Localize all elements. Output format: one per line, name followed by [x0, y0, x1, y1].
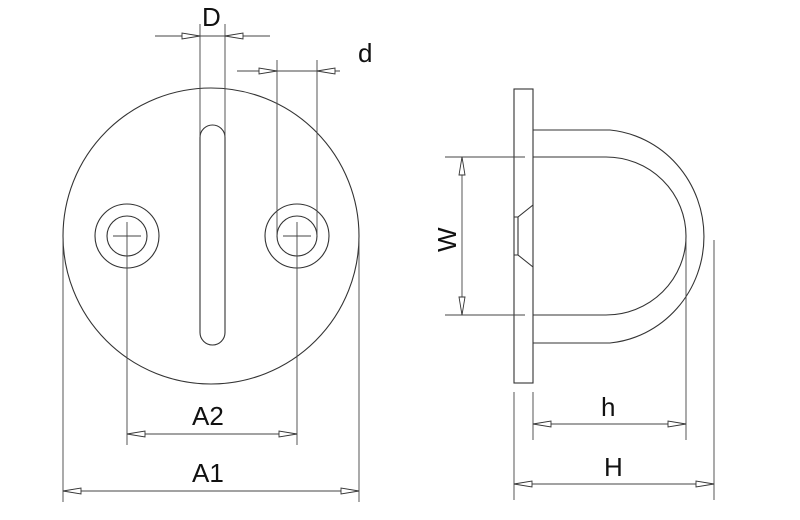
side-view: W h H	[432, 88, 715, 500]
label-A2: A2	[192, 401, 224, 431]
plate-side	[513, 88, 534, 384]
label-h: h	[601, 392, 615, 422]
countersink	[514, 204, 534, 268]
label-D: D	[202, 2, 221, 32]
label-H: H	[604, 452, 623, 482]
loop-inner	[533, 156, 687, 316]
base-plate-outline	[62, 87, 360, 385]
label-W: W	[432, 227, 462, 252]
label-d: d	[358, 38, 372, 68]
front-view: D d A2 A1	[62, 2, 372, 502]
label-A1: A1	[192, 458, 224, 488]
slot	[199, 124, 226, 346]
loop-outer	[533, 129, 705, 344]
